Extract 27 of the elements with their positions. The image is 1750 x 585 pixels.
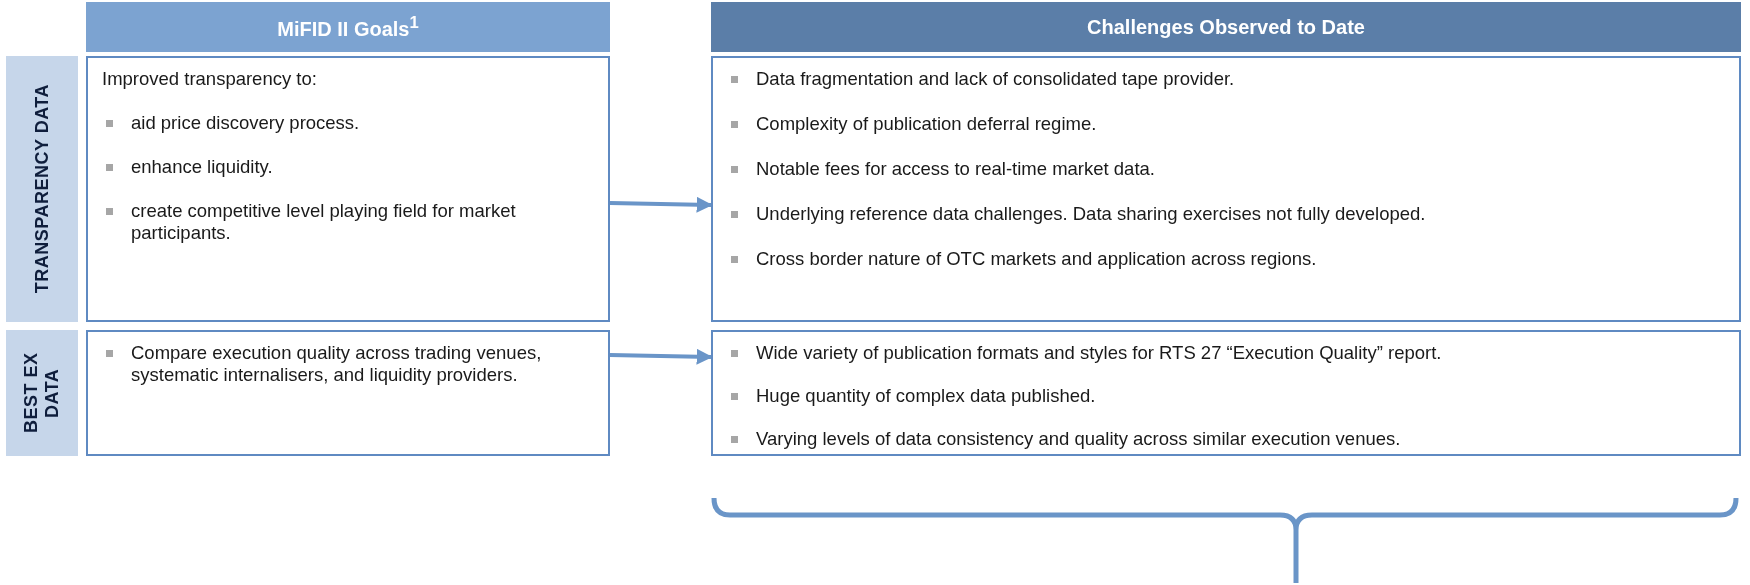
goals-box — [86, 330, 610, 456]
text: Complexity of publication deferral regime. — [756, 113, 1097, 135]
challenges-box — [711, 56, 1741, 322]
header-title: Challenges Observed to Date — [1087, 15, 1365, 39]
row-title: BEST EX DATA — [21, 351, 63, 436]
text: Data fragmentation and lack of consolidated tape provider. — [756, 68, 1235, 90]
row-title: TRANSPARENCY DATA — [31, 84, 53, 294]
text: create competitive level playing field for market participants. — [131, 200, 517, 244]
text: Wide variety of publication formats and styles for RTS 27 “Execution Quality” report. — [756, 342, 1442, 364]
text: enhance liquidity. — [131, 156, 273, 178]
text: Cross border nature of OTC markets and application across regions. — [756, 248, 1317, 270]
arrow — [609, 196, 713, 213]
text: aid price discovery process. — [131, 112, 360, 134]
goals-box — [86, 56, 610, 322]
column-header — [711, 2, 1741, 52]
row-label — [6, 56, 78, 322]
text: Compare execution quality across trading venues, systematic internalisers, and liquidity providers. — [131, 342, 543, 386]
text: Underlying reference data challenges. Data sharing exercises not fully developed. — [756, 203, 1426, 225]
text: Notable fees for access to real-time market data. — [756, 158, 1155, 180]
row-label — [6, 330, 78, 456]
column-header — [86, 2, 610, 52]
arrow — [609, 348, 713, 365]
text: Huge quantity of complex data published. — [756, 385, 1096, 407]
text: Improved transparency to: — [102, 68, 317, 90]
header-title: MiFID II Goals$^{1}$ — [277, 13, 419, 41]
text: Varying levels of data consistency and quality across similar execution venues. — [756, 428, 1401, 450]
challenges-box — [711, 330, 1741, 456]
